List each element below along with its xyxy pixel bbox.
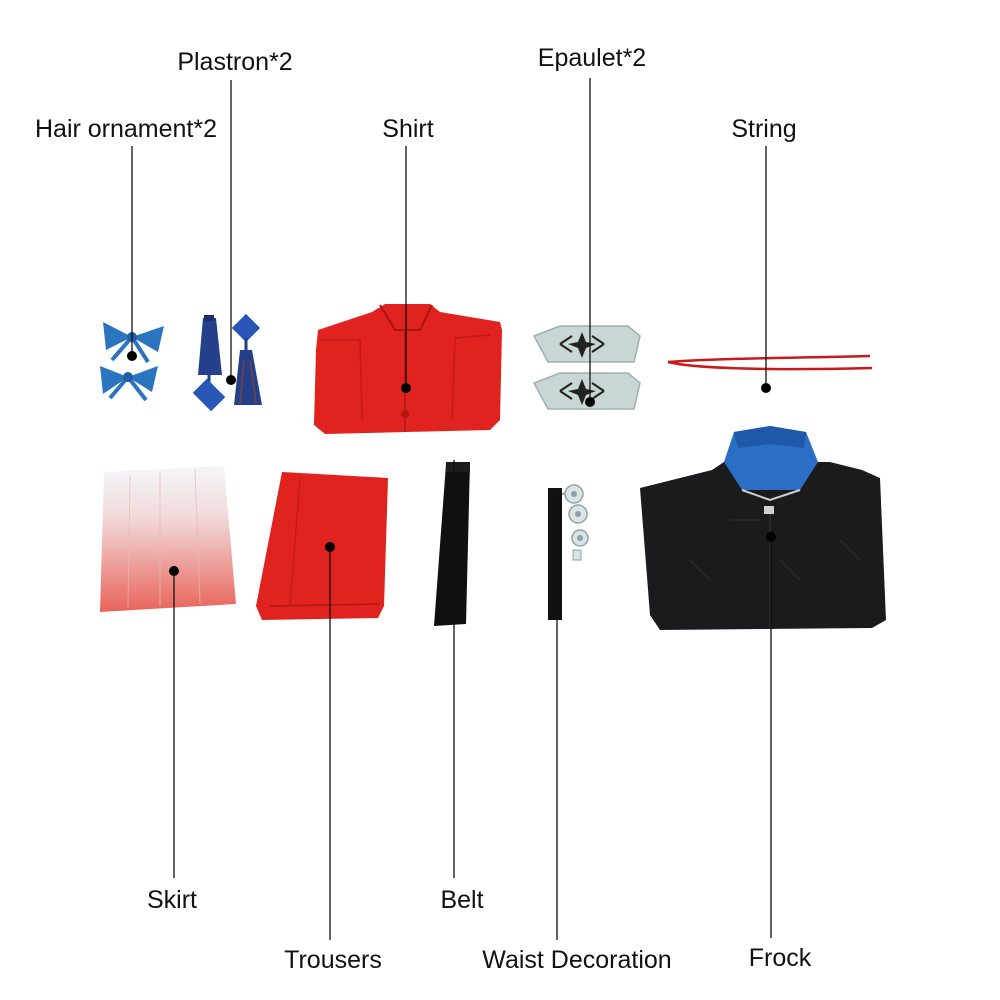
pointer-dot [226,375,236,385]
leader-lines [131,78,772,940]
label-string: String [731,115,797,143]
bow-icon [100,366,158,402]
pointer-dot [401,383,411,393]
trousers-image [256,472,388,620]
epaulet-image [532,325,641,410]
label-belt: Belt [440,886,484,914]
tassel-icon [231,313,262,405]
label-shirt: Shirt [382,115,434,143]
pointer-dot [169,566,179,576]
skirt-image [100,466,236,612]
label-waist-decoration: Waist Decoration [482,946,672,974]
flower-icon [568,504,588,524]
flower-icon [571,529,589,547]
string-image [667,354,873,371]
pointer-dot [585,397,595,407]
label-trousers: Trousers [284,946,382,974]
label-epaulet: Epaulet*2 [537,44,647,72]
frock-image [640,426,886,630]
epaulet-icon [532,372,641,410]
label-hair-ornament: Hair ornament*2 [34,115,218,143]
hair-ornament-image [100,322,164,402]
plastron-image [192,313,262,412]
waist-decoration-image [548,484,589,620]
epaulet-icon [532,325,641,363]
leader-dots [127,351,776,576]
tassel-icon [192,315,226,412]
pointer-dot [766,532,776,542]
belt-image [434,462,470,626]
label-frock: Frock [748,944,812,972]
pointer-dot [325,542,335,552]
bow-icon [103,322,164,364]
label-plastron: Plastron*2 [177,48,293,76]
label-skirt: Skirt [147,886,197,914]
pointer-dot [761,383,771,393]
shirt-image [314,304,502,434]
pointer-dot [127,351,137,361]
flower-icon [564,484,584,504]
